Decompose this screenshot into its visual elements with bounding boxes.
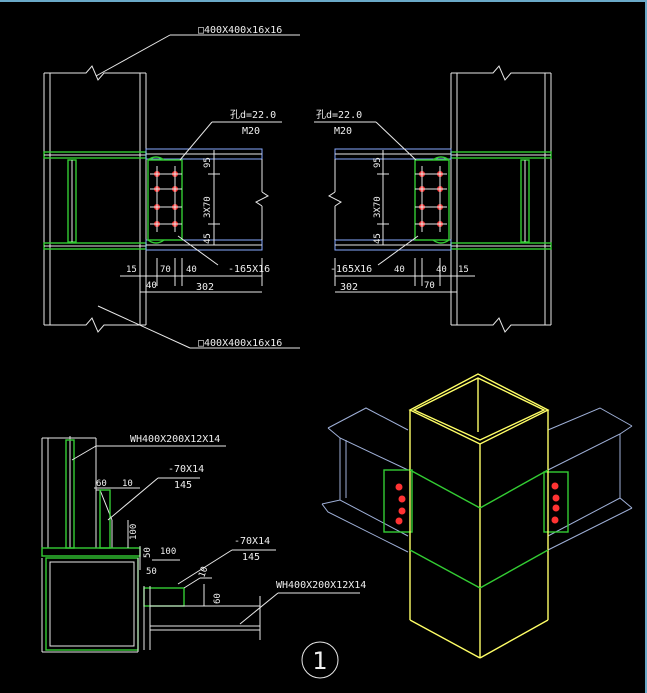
label-col-bottom: □400X400x16x16 — [198, 338, 282, 349]
isometric-view — [321, 373, 633, 659]
dim-10-bottom: 10 — [197, 565, 210, 579]
label-bolt-hole-right: 孔d=22.0 — [316, 109, 362, 121]
dim-70-right: 70 — [424, 281, 435, 291]
dim-40b-left: 40 — [186, 265, 197, 275]
section-detail — [41, 436, 360, 653]
stiffener-label-top: -70X14 — [168, 464, 204, 475]
bolt-group-right — [415, 166, 447, 232]
plate-left: -165X16 — [228, 264, 270, 275]
dim-15-right: 15 — [458, 265, 469, 275]
dim-3x70-right: 3X70 — [373, 196, 383, 218]
dim-3x70-left: 3X70 — [203, 196, 213, 218]
beam-label-bottom: WH400X200X12X14 — [276, 580, 366, 591]
dim-40b-right: 40 — [436, 265, 447, 275]
dim-100-horizontal: 100 — [160, 547, 176, 557]
stiffener-length-bottom: 145 — [242, 552, 260, 563]
dim-15-left: 15 — [126, 265, 137, 275]
label-bolt-hole-left: 孔d=22.0 — [230, 109, 276, 121]
dim-45-right: 45 — [373, 233, 383, 244]
label-col-top: □400X400x16x16 — [198, 25, 282, 36]
detail-number: 1 — [312, 647, 327, 675]
dim-40a-right: 40 — [394, 265, 405, 275]
label-bolt-size-right: M20 — [334, 126, 352, 137]
beam-label-top: WH400X200X12X14 — [130, 434, 220, 445]
bolt-group-left — [150, 166, 182, 232]
dim-10: 10 — [122, 479, 133, 489]
right-elevation — [314, 65, 552, 333]
label-bolt-size-left: M20 — [242, 126, 260, 137]
detail-number-circle — [301, 641, 339, 679]
dim-50b: 50 — [146, 567, 157, 577]
stiffener-length-top: 145 — [174, 480, 192, 491]
length-left: 302 — [196, 282, 214, 293]
left-elevation — [43, 34, 300, 349]
dim-70-left: 70 — [160, 265, 171, 275]
dim-60-bottom: 60 — [213, 593, 223, 604]
dim-60: 60 — [96, 479, 107, 489]
plate-right: -165X16 — [330, 264, 372, 275]
dim-100-vertical: 100 — [129, 524, 139, 540]
dim-45-left: 45 — [203, 233, 213, 244]
dim-40a-left: 40 — [146, 281, 157, 291]
dim-95-left: 95 — [203, 157, 213, 168]
dim-50a: 50 — [143, 547, 153, 558]
length-right: 302 — [340, 282, 358, 293]
stiffener-label-bottom: -70X14 — [234, 536, 270, 547]
dim-95-right: 95 — [373, 157, 383, 168]
